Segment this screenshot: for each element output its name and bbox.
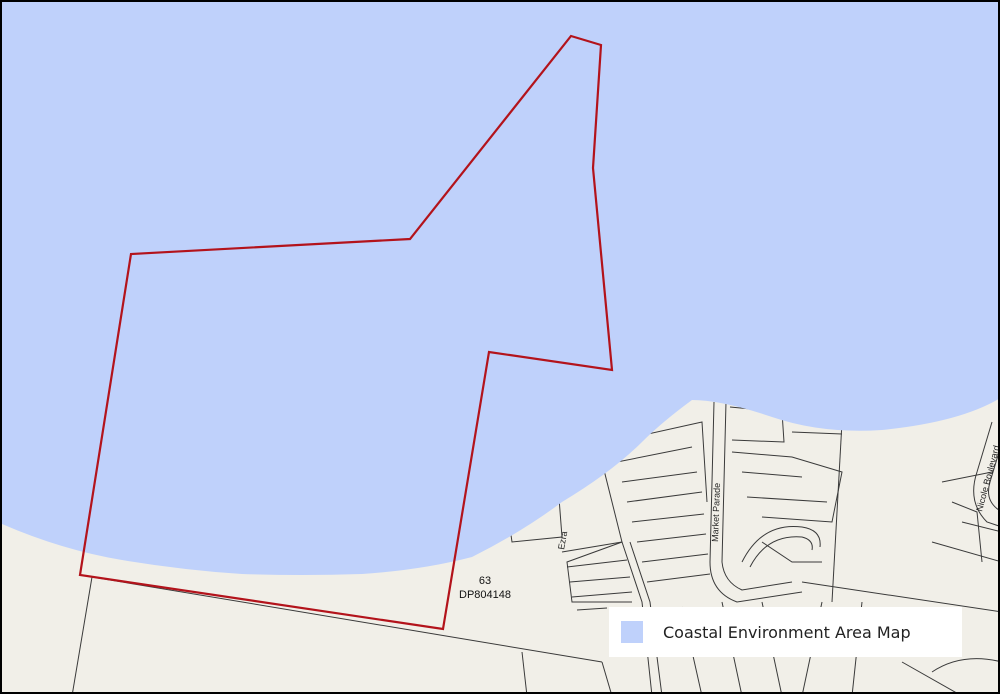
legend-swatch-coastal-area — [621, 621, 643, 643]
legend-label: Coastal Environment Area Map — [663, 622, 911, 642]
street-label-partial: Ezra — [556, 530, 569, 550]
lot-number: 63 — [479, 575, 491, 587]
coastal-environment-area[interactable] — [2, 2, 1000, 575]
lot-plan: DP804148 — [459, 589, 511, 601]
street-label-market-parade: Market Parade — [710, 483, 722, 542]
map-legend: Coastal Environment Area Map — [609, 607, 962, 657]
site-boundary[interactable] — [78, 34, 614, 631]
